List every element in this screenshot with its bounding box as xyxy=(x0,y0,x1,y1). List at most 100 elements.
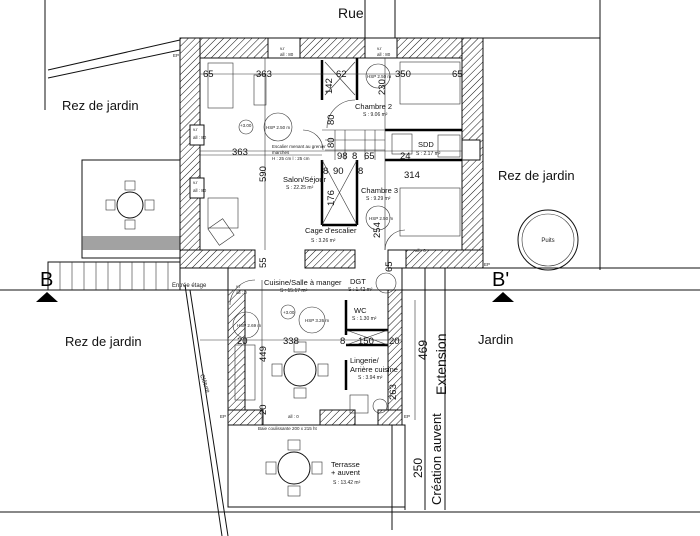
dimensions: 65 363 62 142 350 65 230 80 80 363 98 8 … xyxy=(203,69,463,478)
terrace-table xyxy=(265,439,323,497)
terrasse-name2-label: + auvent xyxy=(331,468,361,477)
dimensions-d80a-label: 80 xyxy=(326,114,337,125)
notes-slider-label: Baie coulissante 200 x 215 ht xyxy=(258,426,318,431)
fence-line xyxy=(184,284,223,536)
dimensions-d65c-label: 65 xyxy=(364,151,375,162)
dgt-name-label: DGT xyxy=(350,277,366,286)
dimensions-d254-label: 254 xyxy=(372,222,383,238)
entrance-label: Entrée étage xyxy=(172,283,207,289)
dimensions-d314-label: 314 xyxy=(404,170,420,181)
notes-stairs2-label: marches xyxy=(272,150,290,155)
street-label: Rue xyxy=(338,5,364,21)
terrasse-name1-label: Terrasse xyxy=(331,460,360,469)
notes-stairs1-label: Escalier menant au grenier xyxy=(272,144,326,149)
dimensions-d98-label: 98 xyxy=(337,151,348,162)
outside-well-label: Puits xyxy=(541,238,554,244)
dimensions-d65d-label: 65 xyxy=(384,261,395,272)
notes-sill80-label: all : 80 xyxy=(377,52,391,57)
outside-section-b-prime-label: B' xyxy=(492,269,509,291)
window xyxy=(189,124,205,146)
window xyxy=(461,139,481,161)
salon-area-label: S : 22.25 m² xyxy=(286,185,314,191)
dgt-area-label: S : 1.42 m² xyxy=(348,287,373,293)
dimensions-d8b-label: 8 xyxy=(323,166,328,177)
dining-table xyxy=(271,341,329,399)
dimensions-d590-label: 590 xyxy=(258,166,269,182)
chambre2-name-label: Chambre 2 xyxy=(355,102,392,111)
dimensions-d62-label: 62 xyxy=(336,69,347,80)
cage-area-label: S : 3.26 m² xyxy=(311,238,336,244)
cuisine-name-label: Cuisine/Salle à manger xyxy=(264,278,342,287)
bed-chambre3 xyxy=(399,187,461,237)
chambre3-name-label: Chambre 3 xyxy=(361,186,398,195)
notes-hsp250-label: HSP 2.50 m xyxy=(266,125,290,130)
dimensions-d363a-label: 363 xyxy=(256,69,272,80)
extension-label: Extension xyxy=(433,334,449,395)
salon-name-label: Salon/Séjour xyxy=(283,175,326,184)
dimensions-d20b-label: 20 xyxy=(389,336,400,347)
garden-label: Rez de jardin xyxy=(498,168,575,183)
dimensions-d150-label: 150 xyxy=(358,336,374,347)
garden-label: Jardin xyxy=(478,332,513,347)
garden-table xyxy=(105,180,155,230)
room-labels: Salon/Séjour S : 22.25 m² Chambre 2 S : … xyxy=(264,102,441,486)
notes-window-label: v.r xyxy=(280,46,285,51)
section-marker-b-prime: B' xyxy=(492,269,514,302)
main-walls xyxy=(179,37,484,269)
dimensions-d8c-label: 8 xyxy=(358,166,363,177)
shower xyxy=(437,134,461,158)
dimensions-d142-label: 142 xyxy=(324,78,335,94)
sofa xyxy=(207,62,234,109)
notes-sill80-label: all : 80 xyxy=(193,188,207,193)
awning-label: Création auvent xyxy=(429,413,444,505)
dimensions-d20c-label: 20 xyxy=(258,404,269,415)
tv-cabinet xyxy=(253,74,267,106)
notes-sill0-label: all : 0 xyxy=(415,248,426,253)
notes-sill0-label: all : 0 xyxy=(288,414,299,419)
kitchen-counter xyxy=(234,344,256,401)
washing-machine xyxy=(349,394,369,414)
notes-window-label: v.r xyxy=(193,180,198,185)
window xyxy=(189,177,205,199)
dimensions-d449-label: 449 xyxy=(258,346,269,362)
lingerie-area-label: S : 3.94 m² xyxy=(358,375,383,381)
bed-chambre2 xyxy=(399,61,461,105)
notes-hsp250-label: HSP 2.50 m xyxy=(369,216,393,221)
notes-level-label: +3.00 xyxy=(283,310,295,315)
notes-sill0-label: all : 0 xyxy=(236,290,247,295)
window xyxy=(364,37,398,59)
dimensions-d263-label: 263 xyxy=(388,384,399,400)
dimensions-d65a-label: 65 xyxy=(203,69,214,80)
terrasse-area-label: S : 13.42 m² xyxy=(333,480,361,486)
dimensions-d90-label: 90 xyxy=(333,166,344,177)
notes-window-label: v.r xyxy=(193,127,198,132)
ep-label: EP xyxy=(484,262,490,267)
window xyxy=(267,37,301,59)
notes-sill80-label: all : 80 xyxy=(280,52,294,57)
dimensions-d80b-label: 80 xyxy=(326,137,337,148)
dimensions-d363b-label: 363 xyxy=(232,147,248,158)
sdd-name-label: SDD xyxy=(418,140,434,149)
lingerie-name1-label: Lingerie/ xyxy=(350,356,380,365)
cage-name-label: Cage d'escalier xyxy=(305,226,357,235)
notes-hsp250-label: HSP 2.50 m xyxy=(367,74,391,79)
notes-window-label: v.r xyxy=(236,284,241,289)
cuisine-area-label: S : 15.17 m² xyxy=(280,288,308,294)
side-terrace xyxy=(47,159,181,291)
extension-walls xyxy=(227,268,403,426)
notes-hsp326-label: HSP 3.26 m xyxy=(305,318,329,323)
ep-label: EP xyxy=(173,53,179,58)
section-marker-b: B xyxy=(36,269,58,302)
dimensions-d24-label: 24 xyxy=(400,151,411,162)
notes-hsp269-label: HSP 2.69 m xyxy=(237,323,261,328)
dimensions-d230-label: 230 xyxy=(377,79,388,95)
notes-stairs3-label: H : 25 cm l : 25 cm xyxy=(272,156,310,161)
sink xyxy=(391,133,413,155)
annotations: v.r all : 80 v.r all : 80 v.r all : 80 v… xyxy=(193,46,426,431)
dimensions-d8a-label: 8 xyxy=(352,151,357,162)
dimensions-d55-label: 55 xyxy=(258,257,269,268)
partitions xyxy=(200,58,462,251)
wc-area-label: S : 1.30 m² xyxy=(352,316,377,322)
